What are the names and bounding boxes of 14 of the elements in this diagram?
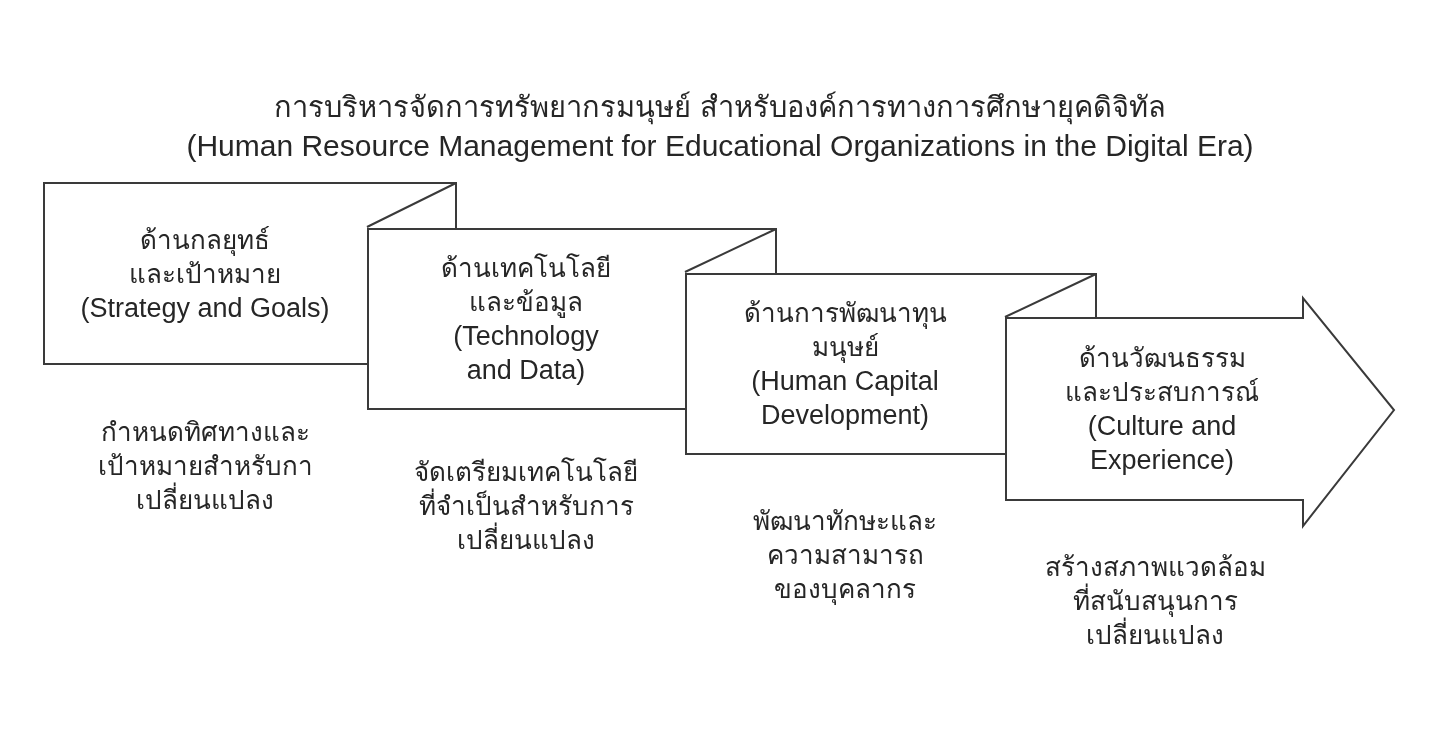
panel-heading: ด้านกลยุทธ์และเป้าหมาย	[128, 223, 282, 291]
panel-subheading: (Culture and Experience)	[1086, 410, 1238, 477]
panel-heading: ด้านวัฒนธรรมและประสบการณ์	[1064, 342, 1260, 409]
panel-subheading: (Human Capital Development)	[750, 365, 940, 432]
subtitle-text: (Human Resource Management for Educational Organizations in the Digital Era)	[186, 128, 1254, 164]
description-text: กำหนดทิศทางและเป้าหมายสำหรับกาเปลี่ยนแปลง	[96, 416, 314, 517]
panel-heading: ด้านการพัฒนาทุนมนุษย์	[742, 297, 948, 364]
description-text: จัดเตรียมเทคโนโลยีที่จำเป็นสำหรับการเปลี่ยนแปลง	[413, 456, 639, 557]
description-text: สร้างสภาพแวดล้อมที่สนับสนุนการเปลี่ยนแปลง	[1043, 551, 1267, 652]
description-text: พัฒนาทักษะและความสามารถของบุคลากร	[752, 505, 938, 606]
panel-heading: ด้านเทคโนโลยีและข้อมูล	[440, 252, 612, 319]
panel-subheading: (Technology and Data)	[452, 320, 600, 387]
panel-subheading: (Strategy and Goals)	[80, 291, 330, 325]
title-text: การบริหารจัดการทรัพยากรมนุษย์ สำหรับองค์การทางการศึกษายุคดิจิทัล	[274, 90, 1166, 126]
